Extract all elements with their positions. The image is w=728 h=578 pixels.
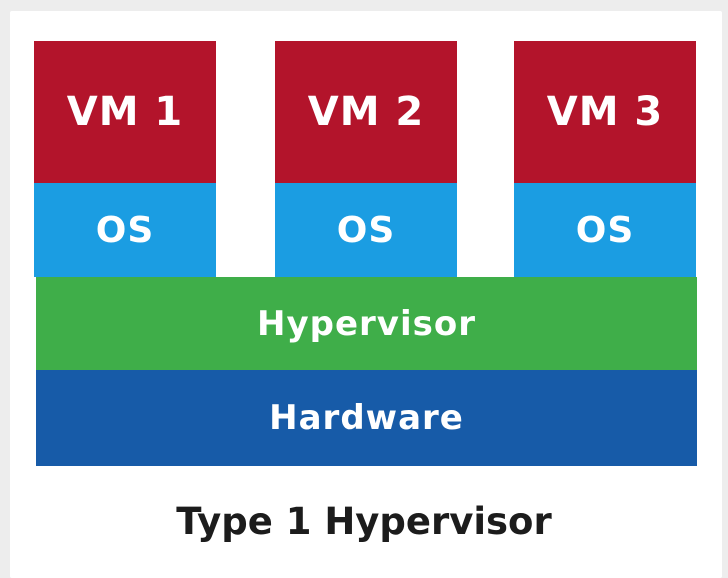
os-3-label: OS [575,209,635,251]
os-3-block: OS [514,183,696,277]
vm-3-label: VM 3 [546,89,664,135]
hardware-label: Hardware [269,398,464,438]
hypervisor-label: Hypervisor [257,303,476,344]
vm-2-block: VM 2 [275,41,457,183]
diagram-caption: Type 1 Hypervisor [176,500,552,543]
os-2-label: OS [336,209,396,251]
os-1-block: OS [34,183,216,277]
vm-2-label: VM 2 [307,89,425,135]
vm-1-block: VM 1 [34,41,216,183]
hardware-layer: Hardware [36,370,697,466]
vm-1-label: VM 1 [66,89,184,135]
os-1-label: OS [95,209,155,251]
hypervisor-layer: Hypervisor [36,277,697,370]
vm-3-block: VM 3 [514,41,696,183]
os-2-block: OS [275,183,457,277]
